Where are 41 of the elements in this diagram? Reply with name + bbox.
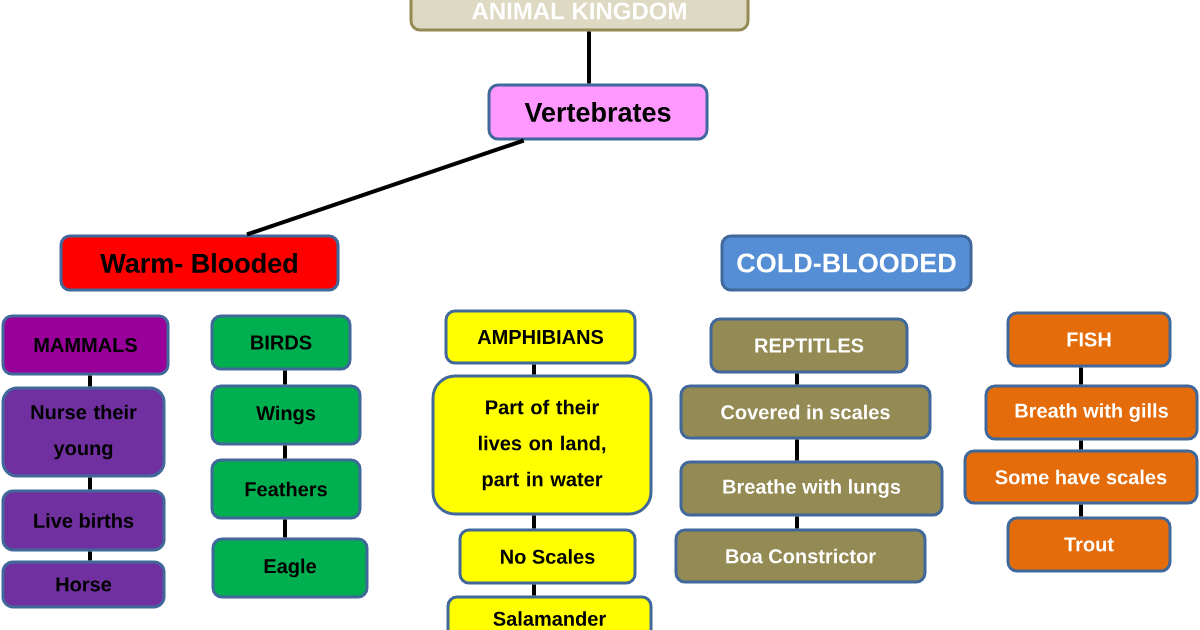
connector-line <box>795 516 799 529</box>
trait-box: Some have scales <box>963 449 1199 505</box>
connector-line <box>88 477 92 490</box>
category-box: FISH <box>1006 311 1172 368</box>
connector-line <box>795 373 799 385</box>
connector-line <box>88 551 92 561</box>
trait-box: Horse <box>1 560 166 609</box>
connector-line <box>283 519 287 538</box>
category-box: AMPHIBIANS <box>444 309 637 365</box>
category-box: REPTITLES <box>709 317 909 374</box>
trait-box: Feathers <box>210 458 362 520</box>
group-box: Vertebrates <box>487 83 709 141</box>
trait-box: Salamander <box>446 595 653 630</box>
connector-line <box>1079 504 1083 517</box>
trait-box: Covered in scales <box>679 384 932 440</box>
connector-line <box>246 138 525 237</box>
trait-box: Breath with gills <box>984 384 1199 441</box>
connector-line <box>795 439 799 461</box>
connector-line <box>587 31 591 84</box>
category-box: BIRDS <box>210 314 352 371</box>
trait-box: Wings <box>210 384 362 446</box>
connector-line <box>1079 440 1083 450</box>
connector-line <box>283 445 287 459</box>
trait-box: Part of their lives on land, part in water <box>431 374 653 516</box>
title-box: ANIMAL KINGDOM <box>409 0 750 32</box>
trait-box: No Scales <box>458 528 637 585</box>
trait-box: Trout <box>1006 516 1172 573</box>
connector-line <box>283 370 287 385</box>
connector-line <box>532 515 536 529</box>
category-box: MAMMALS <box>1 314 170 376</box>
trait-box: Nurse their young <box>1 386 166 478</box>
connector-line <box>532 584 536 596</box>
group-box: COLD-BLOODED <box>720 234 973 292</box>
trait-box: Live births <box>1 489 166 552</box>
trait-box: Breathe with lungs <box>679 460 944 517</box>
group-box: Warm- Blooded <box>59 234 340 292</box>
trait-box: Eagle <box>211 537 369 599</box>
connector-line <box>88 375 92 387</box>
trait-box: Boa Constrictor <box>674 528 927 584</box>
connector-line <box>1079 367 1083 385</box>
connector-line <box>532 364 536 375</box>
